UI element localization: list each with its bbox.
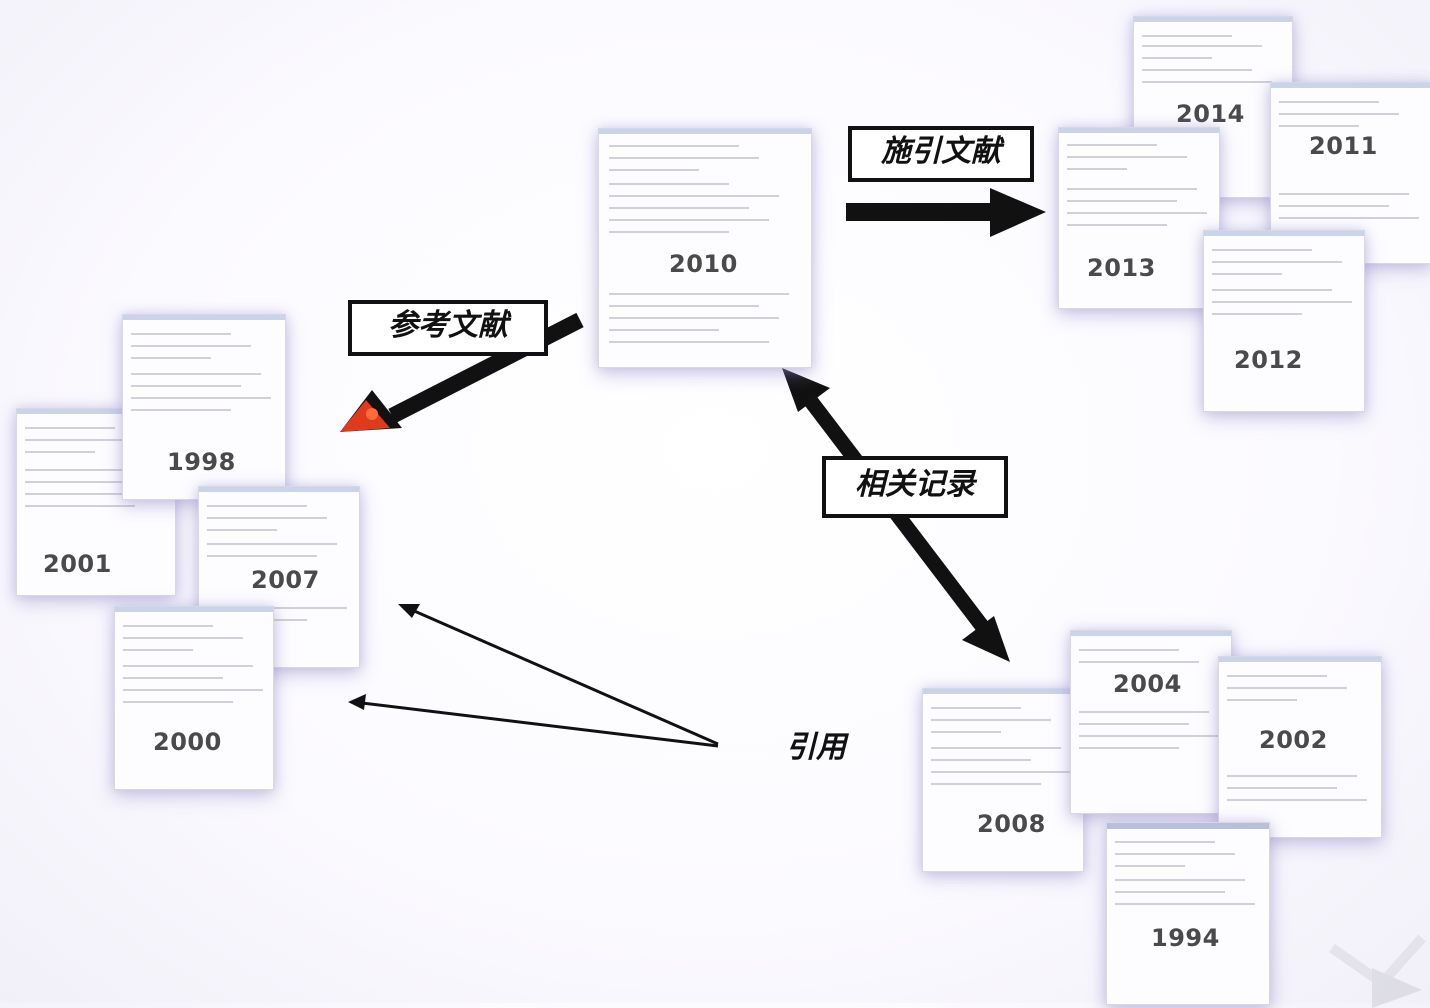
play-icon[interactable]: [1322, 928, 1430, 1008]
year-label: 1998: [163, 447, 240, 477]
year-label: 2013: [1083, 253, 1160, 283]
document-1998[interactable]: 1998: [122, 314, 286, 500]
document-1994[interactable]: 1994: [1106, 822, 1270, 1005]
cited-by-arrow: [846, 188, 1046, 237]
year-label: 2011: [1305, 131, 1382, 161]
related-label: 相关记录: [822, 456, 1008, 518]
year-label: 2012: [1230, 345, 1307, 375]
document-2012[interactable]: 2012: [1203, 230, 1365, 412]
year-label: 2001: [39, 549, 116, 579]
year-label: 2007: [247, 565, 324, 595]
cited-by-label: 施引文献: [848, 126, 1034, 182]
year-label: 2008: [973, 809, 1050, 839]
year-label: 2010: [665, 249, 742, 279]
year-label: 2014: [1172, 99, 1249, 129]
document-2010[interactable]: 2010: [598, 128, 812, 368]
references-label: 参考文献: [348, 300, 548, 356]
document-2000[interactable]: 2000: [114, 606, 274, 790]
cites-label: 引用: [786, 730, 846, 765]
year-label: 2000: [149, 727, 226, 757]
cites-arrows: [348, 604, 719, 748]
document-2004[interactable]: 2004: [1070, 630, 1232, 814]
year-label: 2004: [1109, 669, 1186, 699]
document-2002[interactable]: 2002: [1218, 656, 1382, 838]
year-label: 2002: [1255, 725, 1332, 755]
document-2013[interactable]: 2013: [1058, 127, 1220, 309]
year-label: 1994: [1147, 923, 1224, 953]
document-2008[interactable]: 2008: [922, 688, 1084, 872]
references-arrow: [340, 312, 584, 432]
